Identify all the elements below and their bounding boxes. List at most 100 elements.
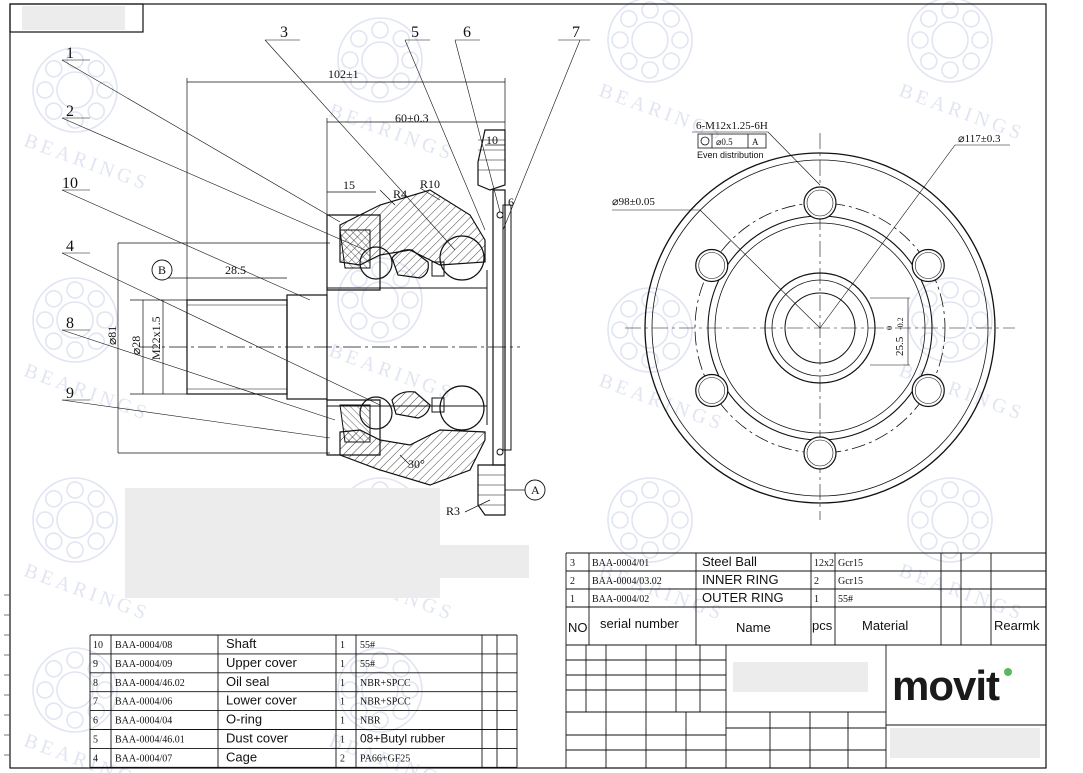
lower-row-pcs: 1 [340,659,345,670]
lower-row-pcs: 2 [340,753,345,764]
lower-row-material: 08+Butyl rubber [360,732,445,746]
bolt-tol-b: A [752,137,759,147]
bolt-spec: 6-M12x1.25-6H [696,120,768,132]
dim-r4: R4 [393,187,407,201]
watermark-emblem: BEARINGS [896,477,1028,626]
dim-10: 10 [486,133,498,147]
bolt-hole-thread [806,439,834,467]
lower-row-name: Upper cover [226,655,297,670]
bolt-hole [695,248,729,283]
lower-row-name: Lower cover [226,693,297,708]
upper-row-pcs: 1 [814,594,819,605]
lower-row-pcs: 1 [340,678,345,689]
upper-row-name: Steel Ball [702,554,757,569]
leader-lines [61,39,590,439]
lower-row-name: O-ring [226,712,262,727]
lower-row-pcs: 1 [340,640,345,651]
lower-row-material: NBR+SPCC [360,678,411,689]
lower-row-material: NBR+SPCC [360,697,411,708]
bolt-holes [695,186,945,470]
upper-row-pcs: 2 [814,576,819,587]
upper-row-serial: BAA-0004/02 [592,594,649,605]
watermark-text: BEARINGS [21,130,153,196]
header-name: Name [736,620,771,635]
balloon-3: 3 [280,24,288,41]
watermark-text: BEARINGS [21,360,153,426]
drawing-border [9,3,1047,769]
lower-row-material: 55# [360,640,375,651]
balloon-2: 2 [66,103,74,120]
balloon-9: 9 [66,385,74,402]
bolt-tol-a: ⌀0.5 [716,137,733,147]
lower-row-no: 9 [93,659,98,670]
watermark-text: BEARINGS [896,560,1028,626]
watermark-emblem: BEARINGS [21,47,153,196]
lower-row-pcs: 1 [340,735,345,746]
dimension-lines [117,78,525,513]
dim-phi117: ⌀117±0.3 [958,133,1001,145]
tolerance-frame [697,133,767,149]
lower-row-name: Oil seal [226,674,269,689]
lower-row-no: 10 [93,640,103,651]
datum-b-circle [151,259,173,281]
lower-row-material: 55# [360,659,375,670]
header-remark: Rearmk [994,618,1040,633]
even-distribution-note: Even distribution [697,150,764,160]
dim-25-5-tol-lo: -0.2 [896,317,905,330]
header-material: Material [862,618,908,633]
dim-60: 60±0.3 [395,111,429,125]
balloon-6: 6 [463,24,471,41]
lower-row-serial: BAA-0004/06 [115,697,172,708]
section-view [140,129,520,516]
lower-row-no: 6 [93,716,98,727]
bolt-hole [803,436,837,470]
balloon-5: 5 [411,24,419,41]
balloon-8: 8 [66,315,74,332]
bolt-hole-thread [698,252,726,279]
lower-row-material: NBR [360,716,381,727]
redacted-block [22,6,125,30]
title-block [565,644,1046,768]
upper-row-no: 2 [570,576,575,587]
upper-row-material: Gcr15 [838,558,863,569]
front-leaders [612,131,1010,366]
upper-row-no: 1 [570,594,575,605]
position-symbol-icon [700,136,710,146]
lower-parts-table: 10 BAA-0004/08 Shaft 1 55# 9 BAA-0004/09 Upper … [89,634,518,768]
dim-15: 15 [343,178,355,192]
datum-a-label: A [531,483,540,497]
lower-row-no: 4 [93,753,98,764]
lower-row-serial: BAA-0004/09 [115,659,172,670]
watermark-emblem: BEARINGS [596,287,728,435]
lower-row-serial: BAA-0004/46.02 [115,678,185,689]
dim-30deg: 30° [408,457,425,471]
lower-row-name: Shaft [226,636,257,651]
watermark: BEARINGS BEARINGS BEARINGS BEARINGS BEARINGS… [21,0,1028,773]
logo-accent-dot [1004,668,1012,676]
dim-r3: R3 [446,504,460,518]
bolt-hole-thread [914,377,942,404]
header-serial: serial number [600,616,679,631]
dim-25-5-tol-hi: 0 [885,326,894,330]
upper-row-material: Gcr15 [838,576,863,587]
watermark-emblem: BEARINGS [326,257,458,406]
lower-row-serial: BAA-0004/08 [115,640,172,651]
lower-row-pcs: 1 [340,697,345,708]
dim-25-5: 25.5 [894,336,906,356]
watermark-emblem: BEARINGS [326,17,458,165]
border-ticks [4,594,10,756]
redacted-area [125,488,1040,758]
bolt-hole [803,186,837,220]
dim-6: 6 [508,195,514,209]
bolt-hole [695,373,729,408]
header-no: NO [568,620,588,635]
lower-row-no: 8 [93,678,98,689]
watermark-text: BEARINGS [326,340,458,406]
dim-28-5: 28.5 [225,263,246,277]
upper-row-material: 55# [838,594,853,605]
lower-row-material: PA66+GF25 [360,753,410,764]
lower-row-serial: BAA-0004/04 [115,716,172,727]
company-logo: movit [892,662,1000,709]
bolt-hole [911,373,945,408]
